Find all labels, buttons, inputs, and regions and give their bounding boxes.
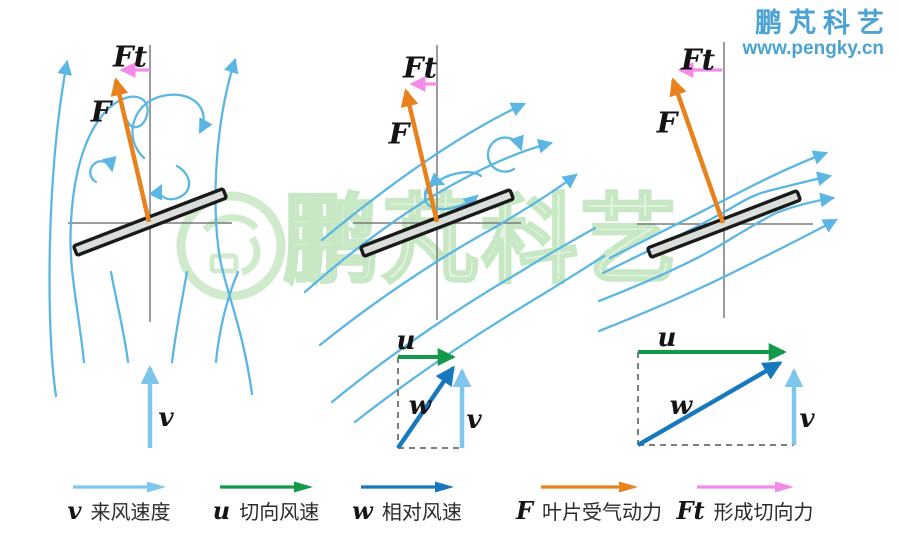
incoming-wind-arrow-icon — [73, 481, 166, 493]
legend-symbol: u — [212, 496, 231, 525]
v-label-panel1: v — [158, 403, 174, 433]
legend-symbol: F — [515, 496, 534, 525]
legend-label: 叶片受气动力 — [542, 502, 663, 524]
v-label-triangle1: v — [466, 405, 482, 435]
w-label-triangle2: w — [669, 391, 693, 421]
u-label-triangle2: u — [657, 323, 677, 353]
legend-item-w: w 相对风速 — [312, 480, 502, 523]
aero-force-arrows — [110, 77, 726, 224]
force-arrow-panel1 — [110, 77, 152, 223]
legend-label: 切向风速 — [239, 502, 320, 524]
tangential-force-arrows — [119, 62, 722, 92]
tangential-force-arrow-icon — [697, 481, 794, 493]
f-label-panel3: F — [656, 105, 678, 140]
legend-item-u: u 切向风速 — [171, 480, 361, 523]
f-label-panel1: F — [90, 94, 112, 129]
legend-item-v: v 来风速度 — [24, 480, 214, 523]
legend-label: 来风速度 — [90, 502, 171, 524]
velocity-triangle-1 — [396, 348, 472, 450]
velocity-triangle-2 — [636, 343, 804, 447]
streamlines-panel-separated — [303, 102, 606, 424]
legend-symbol: w — [352, 496, 373, 525]
w-vector — [396, 365, 455, 450]
legend-symbol: Ft — [676, 496, 705, 525]
ft-label-panel3: Ft — [681, 42, 715, 77]
legend-symbol: v — [67, 496, 82, 525]
w-label-triangle1: w — [408, 391, 432, 421]
legend-label: 形成切向力 — [713, 502, 814, 524]
force-arrow-panel2 — [400, 88, 440, 223]
vortex-curl-icon — [486, 134, 524, 173]
vortex-curl-icon — [148, 164, 191, 201]
w-vector — [636, 361, 783, 447]
site-logo-url: www.pengky.cn — [742, 38, 884, 60]
v-label-triangle2: v — [799, 404, 815, 434]
vortex-curl-icon — [131, 93, 213, 160]
relative-wind-arrow-icon — [361, 481, 454, 493]
tangential-wind-arrow-icon — [220, 481, 313, 493]
streamlines-panel-attached — [597, 150, 838, 333]
force-arrow-panel3 — [669, 77, 726, 224]
legend-label: 相对风速 — [381, 502, 462, 524]
reference-axes — [68, 42, 813, 322]
aero-force-arrow-icon — [541, 481, 638, 493]
vortex-curl-icon — [89, 155, 117, 184]
site-logo: 鹏芃科艺 www.pengky.cn — [743, 8, 884, 60]
ft-label-panel1: Ft — [113, 39, 147, 74]
blade-sections — [72, 187, 802, 259]
ft-label-panel2: Ft — [403, 50, 437, 85]
legend-item-ft: Ft 形成切向力 — [650, 480, 840, 523]
f-label-panel2: F — [388, 116, 410, 151]
streamlines-panel-stalled — [48, 57, 254, 398]
legend-item-f: F 叶片受气动力 — [494, 480, 684, 523]
u-label-triangle1: u — [396, 326, 416, 356]
site-logo-title: 鹏芃科艺 — [755, 8, 891, 38]
